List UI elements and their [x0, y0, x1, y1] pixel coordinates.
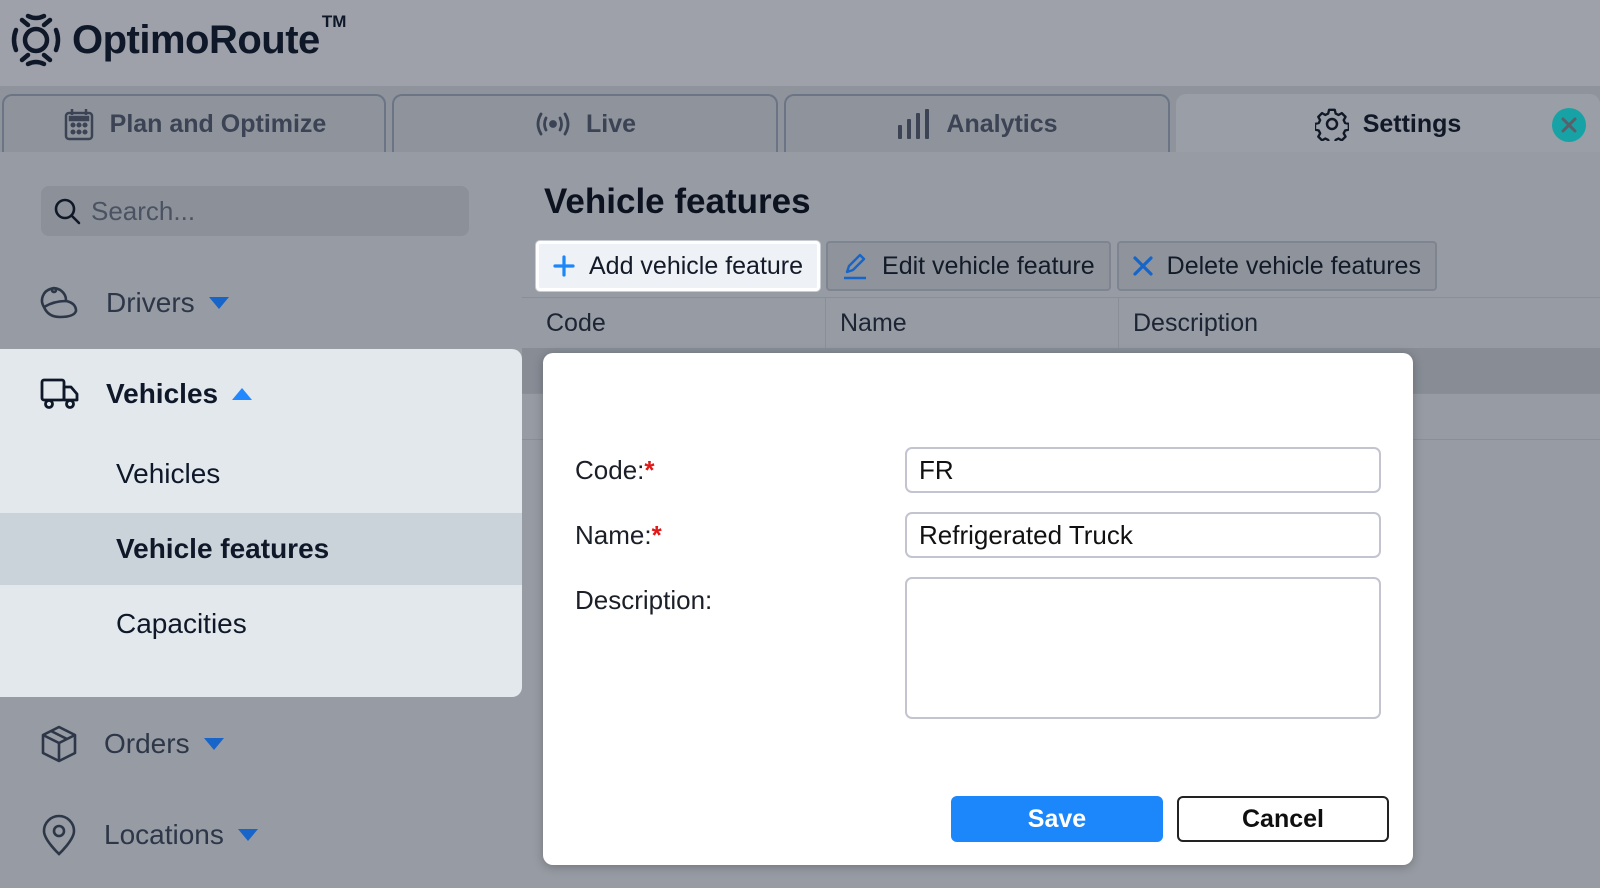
sidebar-item-label: Orders [104, 728, 190, 759]
tab-plan-and-optimize[interactable]: Plan and Optimize [2, 94, 386, 152]
column-header-name[interactable]: Name [825, 298, 1119, 348]
chevron-down-icon [203, 738, 224, 750]
required-asterisk: * [651, 520, 662, 550]
page-title: Vehicle features [544, 182, 811, 221]
x-icon [1133, 256, 1153, 276]
table-header: Code Name Description [522, 297, 1600, 348]
sidebar-item-label: Drivers [106, 287, 195, 318]
sidebar-item-label: Vehicles [106, 378, 219, 409]
gear-icon [1314, 108, 1349, 141]
sidebar-item-vehicles[interactable]: Vehicles [40, 377, 253, 411]
edit-vehicle-feature-button[interactable]: Edit vehicle feature [826, 241, 1111, 291]
sidebar-item-drivers[interactable]: Drivers [40, 285, 229, 321]
required-asterisk: * [644, 455, 655, 485]
main-tabs: Plan and Optimize Live Analytics Setting… [0, 86, 1600, 152]
description-field[interactable] [905, 577, 1381, 719]
tab-label: Analytics [946, 109, 1058, 138]
delete-vehicle-features-button[interactable]: Delete vehicle features [1116, 241, 1437, 291]
button-label: Delete vehicle features [1166, 251, 1421, 280]
close-icon [1561, 117, 1577, 133]
map-pin-icon [42, 814, 76, 856]
toolbar: Add vehicle feature Edit vehicle feature… [536, 241, 1437, 291]
tab-live[interactable]: Live [392, 94, 778, 152]
search-icon [54, 198, 81, 225]
button-label: Add vehicle feature [589, 251, 804, 280]
column-header-description[interactable]: Description [1118, 298, 1600, 348]
sidebar-item-orders[interactable]: Orders [40, 724, 224, 764]
plus-icon [553, 255, 575, 277]
tab-settings[interactable]: Settings [1176, 94, 1600, 152]
bar-chart-icon [898, 109, 930, 139]
sidebar-item-locations[interactable]: Locations [40, 814, 258, 856]
tab-label: Plan and Optimize [109, 109, 327, 138]
tab-label: Settings [1362, 109, 1462, 138]
description-label: Description: [575, 585, 713, 615]
vehicle-feature-dialog: Code:* Name:* Description: Save Cancel [543, 353, 1413, 865]
driver-cap-icon [40, 286, 78, 319]
chevron-down-icon [208, 297, 229, 309]
save-button[interactable]: Save [951, 796, 1163, 842]
pencil-icon [844, 253, 867, 280]
button-label: Edit vehicle feature [882, 251, 1095, 280]
logo[interactable]: OptimoRoute TM [8, 12, 346, 68]
sidebar-item-label: Locations [104, 819, 224, 850]
column-header-code[interactable]: Code [546, 308, 606, 337]
calendar-icon [64, 109, 93, 141]
truck-icon [40, 378, 79, 409]
cancel-button[interactable]: Cancel [1177, 796, 1389, 842]
tab-label: Live [585, 109, 637, 138]
sidebar-search[interactable] [41, 186, 469, 236]
add-vehicle-feature-button[interactable]: Add vehicle feature [536, 241, 821, 291]
search-input[interactable] [91, 195, 451, 227]
code-field[interactable] [905, 447, 1381, 493]
name-label: Name:* [575, 520, 662, 550]
broadcast-icon [536, 112, 570, 136]
trademark: TM [321, 12, 347, 31]
tab-analytics[interactable]: Analytics [784, 94, 1170, 152]
sidebar-subitem-vehicle-features[interactable]: Vehicle features [0, 513, 522, 585]
box-icon [41, 725, 77, 763]
settings-sidebar: Drivers Vehicles Vehicles Vehicle featur… [0, 152, 522, 888]
app-header: OptimoRoute TM [0, 0, 1600, 86]
sidebar-subitem-capacities[interactable]: Capacities [116, 608, 247, 639]
sidebar-subitem-vehicles[interactable]: Vehicles [116, 458, 221, 489]
optimoroute-logo-icon [11, 13, 61, 67]
vehicles-section: Vehicles Vehicles Vehicle features Capac… [0, 349, 522, 697]
name-field[interactable] [905, 512, 1381, 558]
app-name: OptimoRoute [72, 17, 320, 62]
code-label: Code:* [575, 455, 655, 485]
close-settings-button[interactable] [1552, 108, 1586, 142]
chevron-up-icon [232, 388, 253, 400]
chevron-down-icon [237, 829, 258, 841]
